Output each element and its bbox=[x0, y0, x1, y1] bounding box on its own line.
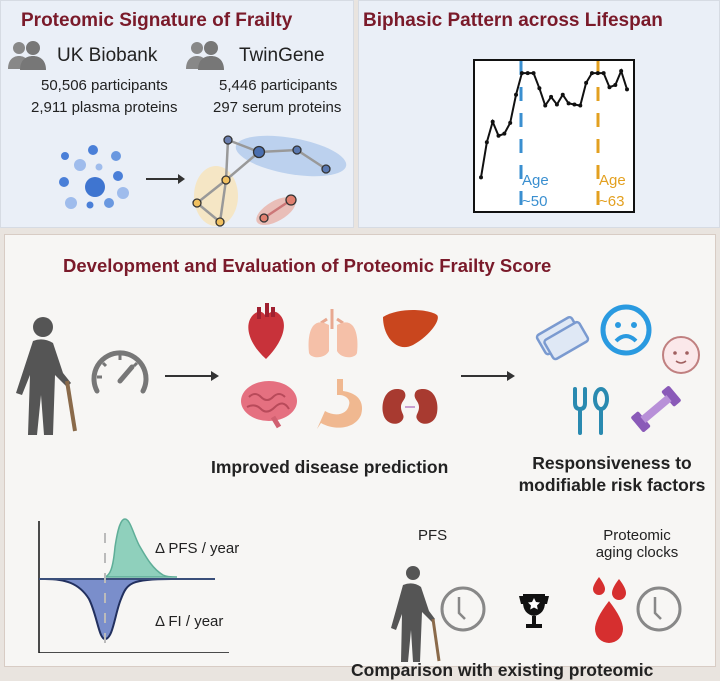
blood-drops-icon bbox=[593, 577, 626, 643]
biphasic-line-chart bbox=[479, 61, 629, 211]
brain-icon bbox=[241, 381, 297, 429]
development-panel: Development and Evaluation of Proteomic … bbox=[4, 234, 716, 680]
sad-face-icon bbox=[600, 304, 652, 356]
signature-panel: Proteomic Signature of Frailty UK Bioban… bbox=[0, 0, 354, 228]
liver-icon bbox=[383, 310, 438, 348]
data-point bbox=[490, 119, 495, 124]
biphasic-title: Biphasic Pattern across Lifespan bbox=[363, 10, 663, 31]
data-point bbox=[508, 120, 513, 125]
protein-cloud-icon bbox=[59, 145, 129, 209]
trophy-icon bbox=[519, 594, 549, 628]
biphasic-chart: Age ~50 Age ~63 bbox=[473, 59, 635, 213]
data-point bbox=[554, 102, 559, 107]
stomach-icon bbox=[317, 379, 363, 429]
baby-face-icon bbox=[662, 336, 700, 374]
data-point bbox=[625, 87, 629, 92]
data-point bbox=[525, 71, 530, 76]
data-point bbox=[560, 92, 565, 97]
people-icon bbox=[186, 41, 224, 70]
money-icon bbox=[535, 315, 590, 361]
data-point bbox=[578, 103, 583, 108]
cohort-name: UK Biobank bbox=[57, 45, 158, 66]
development-title: Development and Evaluation of Proteomic … bbox=[63, 255, 552, 276]
cohort-proteins: 297 serum proteins bbox=[213, 99, 342, 116]
arrow-icon bbox=[165, 371, 219, 381]
data-point bbox=[519, 71, 524, 76]
kidneys-icon bbox=[382, 389, 438, 424]
cohort-proteins: 2,911 plasma proteins bbox=[31, 99, 178, 116]
clock-icon bbox=[636, 586, 682, 632]
data-point bbox=[601, 71, 606, 76]
delta-fi-label: Δ FI / year bbox=[155, 613, 224, 630]
data-point bbox=[584, 80, 589, 85]
data-point bbox=[589, 71, 594, 76]
biphasic-panel: Biphasic Pattern across Lifespan Age ~50… bbox=[358, 0, 720, 228]
cohort-name: TwinGene bbox=[239, 45, 325, 66]
data-point bbox=[549, 94, 554, 99]
data-point bbox=[531, 71, 536, 76]
pfs-distribution bbox=[104, 518, 178, 578]
data-point bbox=[514, 92, 519, 97]
data-point bbox=[496, 133, 501, 138]
fi-distribution bbox=[44, 578, 172, 641]
data-point bbox=[479, 175, 483, 180]
delta-pfs-label: Δ PFS / year bbox=[155, 540, 240, 557]
clocks-label-2: aging clocks bbox=[595, 544, 679, 561]
risk-label-1: Responsiveness to bbox=[532, 453, 692, 473]
speedometer-icon bbox=[91, 350, 149, 394]
data-point bbox=[537, 86, 542, 91]
series-line bbox=[480, 68, 628, 178]
data-point bbox=[619, 69, 624, 73]
risk-label-2: modifiable risk factors bbox=[518, 475, 706, 495]
signature-title: Proteomic Signature of Frailty bbox=[21, 10, 293, 31]
clocks-label-1: Proteomic bbox=[603, 527, 671, 544]
dumbbell-icon bbox=[631, 386, 681, 432]
data-point bbox=[566, 101, 571, 106]
plot-axes bbox=[38, 521, 229, 653]
age-label-1: Age bbox=[522, 172, 549, 189]
age-label-2: Age bbox=[599, 172, 626, 189]
lungs-icon bbox=[308, 309, 358, 358]
data-point bbox=[502, 131, 507, 136]
age-value-2: ~63 bbox=[599, 193, 625, 210]
data-point bbox=[484, 140, 489, 145]
clock-icon bbox=[440, 586, 486, 632]
delta-distribution-plot bbox=[38, 518, 229, 653]
fork-spoon-icon bbox=[573, 387, 609, 435]
elderly-person-icon bbox=[391, 566, 441, 662]
data-point bbox=[607, 85, 612, 90]
cohort-participants: 5,446 participants bbox=[219, 77, 338, 94]
heart-icon bbox=[248, 303, 284, 359]
people-icon bbox=[8, 41, 46, 70]
elderly-person-icon bbox=[16, 317, 77, 435]
comparison-label: Comparison with existing proteomic bbox=[351, 660, 654, 680]
cohort-participants: 50,506 participants bbox=[41, 77, 168, 94]
age-value-1: ~50 bbox=[522, 193, 548, 210]
data-point bbox=[572, 102, 577, 107]
pfs-label: PFS bbox=[418, 527, 448, 544]
data-point bbox=[613, 83, 618, 88]
data-point bbox=[595, 71, 600, 76]
arrow-icon bbox=[146, 174, 185, 184]
disease-prediction-label: Improved disease prediction bbox=[211, 457, 449, 477]
protein-network-icon bbox=[192, 135, 347, 227]
data-point bbox=[543, 103, 548, 108]
arrow-icon bbox=[461, 371, 515, 381]
